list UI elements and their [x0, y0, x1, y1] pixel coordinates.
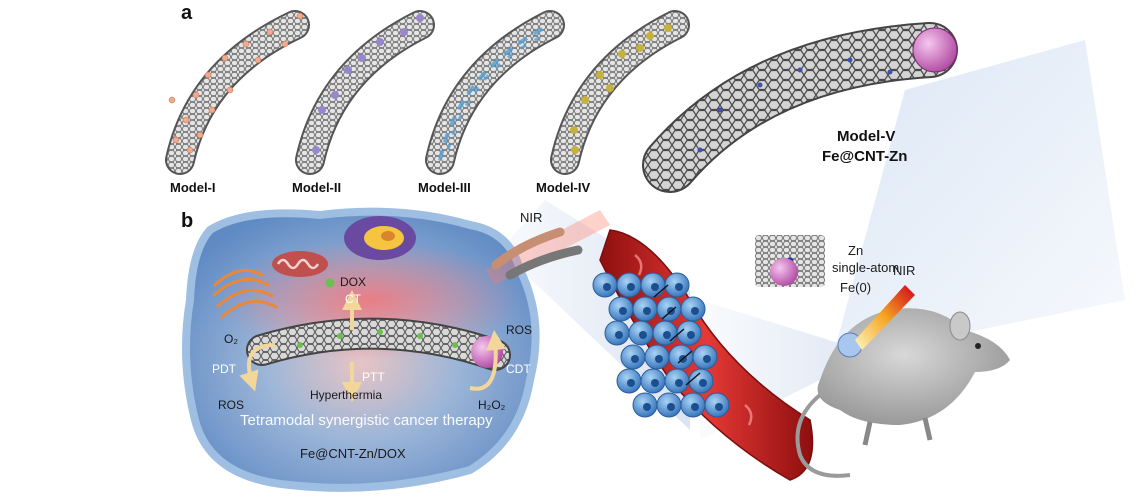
extravasation-arrow: [653, 284, 669, 298]
model-ii-nanotube: [295, 10, 435, 175]
tumor-cell-nucleus: [703, 355, 711, 363]
ptt-label: PTT: [362, 370, 385, 384]
model-iii-nanotube: [425, 10, 565, 175]
tumor-cell-nucleus: [655, 355, 663, 363]
model-v-nanotube: [642, 22, 958, 193]
tumor-cell-nucleus: [603, 283, 611, 291]
cdt-label: CDT: [506, 362, 531, 376]
dox-molecule-icon: [325, 278, 335, 288]
tumor-cell-nucleus: [675, 379, 683, 387]
tumor-cell-nucleus: [639, 331, 647, 339]
nir-mouse-label: NIR: [893, 263, 916, 278]
tumor-cluster: [592, 272, 730, 418]
nir-beam-top: [485, 210, 610, 285]
cancer-cell: [182, 207, 540, 492]
tumor-cell-nucleus: [687, 331, 695, 339]
tumor-cell-nucleus: [643, 403, 651, 411]
tumor-cell-nucleus: [627, 283, 635, 291]
tumor-cell-nucleus: [663, 331, 671, 339]
dox-label: DOX: [340, 275, 367, 289]
tumor-cell-nucleus: [699, 379, 707, 387]
nucleus-organelle: [344, 216, 416, 260]
tumor-cell-nucleus: [643, 307, 651, 315]
arrow-pdt: [239, 343, 276, 392]
tumor-cell-nucleus: [615, 331, 623, 339]
tumor-cell-nucleus: [651, 379, 659, 387]
mitochondrion-organelle: [272, 251, 328, 277]
model-i-nanotube: [165, 10, 310, 175]
tumor-cell-nucleus: [691, 403, 699, 411]
arrow-cdt: [469, 330, 506, 391]
hyperthermia-label: Hyperthermia: [310, 388, 383, 402]
fe0-sphere: [770, 258, 798, 286]
fe0-label: Fe(0): [840, 280, 872, 295]
golgi-organelle: [212, 268, 278, 319]
model-v-formula: Fe@CNT-Zn: [822, 148, 908, 165]
zn-desc: single-atom: [832, 260, 900, 275]
model-i-label: Model-I: [170, 180, 216, 195]
model-v-title: Model-V: [837, 128, 896, 145]
extravasation-arrow: [685, 372, 701, 386]
tumor-cell-nucleus: [667, 403, 675, 411]
model5-projection-beam: [832, 40, 1125, 360]
tumor-cell-nucleus: [691, 307, 699, 315]
tumor-cell-nucleus: [651, 283, 659, 291]
tumor-cell-nucleus: [675, 283, 683, 291]
h2o2-label: H₂O₂: [478, 398, 506, 412]
tumor-cell-nucleus: [715, 403, 723, 411]
o2-label: O₂: [224, 332, 238, 346]
model-iii-label: Model-III: [418, 180, 471, 195]
tumor-cell-nucleus: [619, 307, 627, 315]
tumor-cell-nucleus: [627, 379, 635, 387]
panel-label-b: b: [181, 210, 194, 232]
ct-label: CT: [345, 292, 361, 306]
panel-label-a: a: [181, 2, 193, 24]
nir-top-label: NIR: [520, 210, 543, 225]
pdt-label: PDT: [212, 362, 236, 376]
extravasation-arrow: [677, 350, 693, 364]
zn-label: Zn: [848, 243, 864, 258]
therapy-title: Tetramodal synergistic cancer therapy: [240, 412, 493, 429]
nir-beam-mouse: [855, 285, 915, 350]
extravasation-arrow: [661, 306, 677, 320]
tumor-cell-nucleus: [631, 355, 639, 363]
model-iv-label: Model-IV: [536, 180, 591, 195]
cell-agent-label: Fe@CNT-Zn/DOX: [300, 446, 406, 461]
fe-cluster-tip: [912, 27, 958, 73]
ros-left-label: ROS: [218, 398, 245, 412]
model-ii-label: Model-II: [292, 180, 342, 195]
mouse-model: [795, 308, 1010, 478]
extravasation-arrow: [669, 328, 685, 342]
model-iv-nanotube: [550, 10, 690, 175]
ros-right-label: ROS: [506, 323, 533, 337]
